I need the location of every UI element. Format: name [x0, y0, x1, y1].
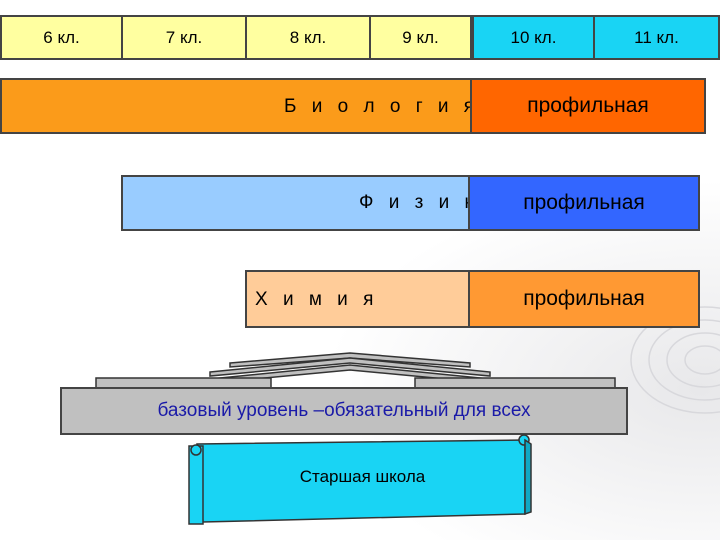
grade-6-label: 6 кл.: [43, 27, 80, 47]
physics-label: Ф и з и к а: [359, 192, 504, 213]
grade-10-cell: 10 кл.: [472, 15, 595, 60]
grade-7-label: 7 кл.: [165, 27, 203, 47]
chemistry-bar: Х и м и я: [245, 270, 470, 328]
biology-profile-label: профильная: [527, 94, 649, 117]
grade-7-cell: 7 кл.: [121, 15, 247, 60]
base-level-label: базовый уровень –обязательный для всех: [157, 400, 531, 421]
base-level-box: базовый уровень –обязательный для всех: [60, 387, 628, 435]
physics-profile-box: профильная: [468, 175, 700, 231]
chemistry-profile-box: профильная: [468, 270, 700, 328]
biology-profile-box: профильная: [470, 78, 706, 134]
chemistry-profile-label: профильная: [523, 287, 645, 310]
decorative-swirl: [630, 306, 720, 414]
chemistry-label: Х и м и я: [255, 289, 379, 310]
biology-bar: Б и о л о г и я: [0, 78, 474, 134]
grade-6-cell: 6 кл.: [0, 15, 123, 60]
grade-8-cell: 8 кл.: [245, 15, 371, 60]
grade-11-cell: 11 кл.: [593, 15, 720, 60]
grade-8-label: 8 кл.: [289, 27, 327, 47]
scroll-shape: [188, 434, 532, 525]
grade-10-label: 10 кл.: [510, 27, 557, 47]
grade-9-cell: 9 кл.: [369, 15, 472, 60]
physics-bar: Ф и з и к а: [121, 175, 499, 231]
roof-structure: [95, 352, 616, 390]
grade-11-label: 11 кл.: [634, 27, 679, 47]
biology-label: Б и о л о г и я: [284, 96, 480, 117]
grade-9-label: 9 кл.: [402, 27, 439, 47]
physics-profile-label: профильная: [523, 191, 645, 214]
scroll-label: Старшая школа: [299, 467, 426, 486]
